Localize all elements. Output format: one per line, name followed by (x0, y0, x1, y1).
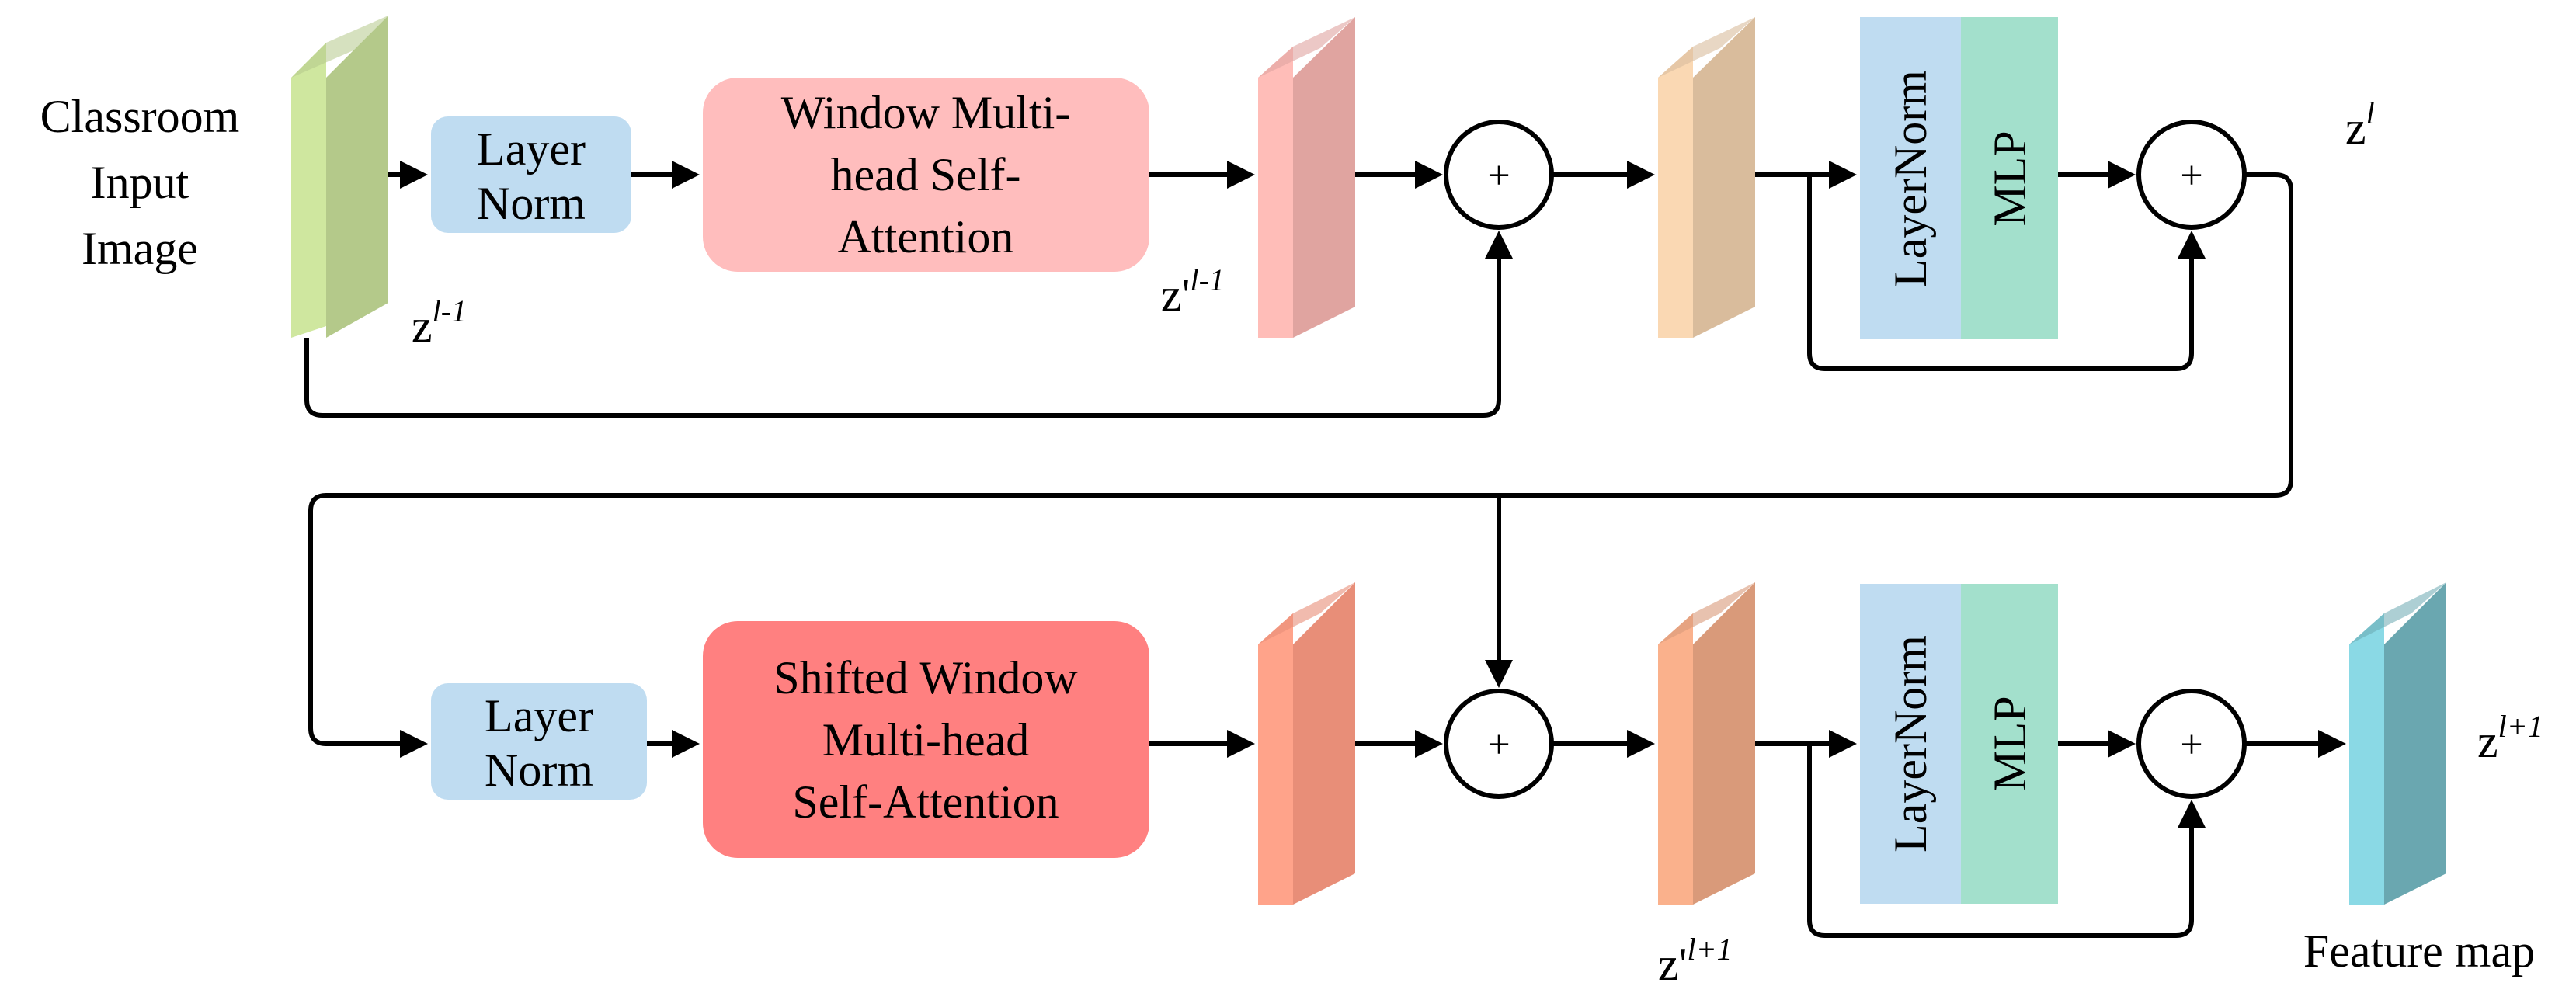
skip-zp-next-to-add4 (1807, 744, 2206, 938)
z-next-label: zl+1 (2477, 709, 2543, 767)
zp-prev-label: z'l-1 (1161, 262, 1225, 321)
output-feature-map (2349, 582, 2446, 905)
z-prev-label: zl-1 (412, 293, 467, 352)
add-node-4: + (2136, 689, 2247, 799)
mlp-1-label: MLP (1984, 130, 2035, 226)
skip-z-mid-to-add2 (1807, 175, 2206, 371)
layer-norm-2-line2: Norm (485, 745, 593, 796)
mlp-box-1 (1961, 17, 2058, 339)
output-map-face (2384, 582, 2446, 905)
z-l-label: zl (2345, 95, 2375, 154)
shifted-attention-line1: Shifted Window (773, 652, 1078, 703)
block2-attention-output-map (1258, 582, 1355, 905)
input-feature-map (291, 16, 388, 338)
mlp-2-label: MLP (1984, 696, 2035, 791)
add-node-2: + (2136, 120, 2247, 230)
window-attention-line1: Window Multi- (781, 87, 1071, 138)
layer-norm-1-line1: Layer (477, 123, 586, 175)
svg-text:+: + (1487, 723, 1510, 767)
zp-prev-feature-map (1258, 17, 1355, 338)
output-map-side (2349, 613, 2384, 905)
z-mid-feature-map (1658, 17, 1755, 338)
block2-pre-map-side (1258, 613, 1293, 905)
z-mid-map-side (1658, 47, 1693, 338)
z-mid-map-top (1658, 17, 1755, 78)
zp-next-map-side (1658, 613, 1693, 905)
link-row1-to-row2 (308, 172, 2293, 758)
add-node-1: + (1444, 120, 1554, 230)
input-map-side (291, 43, 326, 338)
mlp-norm-box-1 (1860, 17, 1961, 339)
shifted-attention-line2: Multi-head (822, 714, 1030, 766)
zp-next-map-top (1658, 582, 1755, 644)
zp-next-map-face (1693, 582, 1755, 905)
zp-next-feature-map (1658, 582, 1755, 905)
input-label-line1: Classroom (40, 91, 240, 142)
layer-norm-1-line2: Norm (477, 178, 586, 229)
layer-norm-2-line1: Layer (485, 690, 593, 741)
block2-pre-map-face (1293, 582, 1355, 905)
svg-text:+: + (2180, 723, 2202, 767)
zp-prev-map-top (1258, 17, 1355, 78)
zp-prev-map-face (1293, 17, 1355, 338)
skip-input-to-add1 (304, 231, 1513, 418)
shifted-window-attention-box (703, 621, 1149, 858)
shifted-attention-line3: Self-Attention (792, 776, 1059, 828)
layer-norm-box-2 (431, 683, 647, 800)
add-node-3: + (1444, 689, 1554, 799)
svg-text:+: + (2180, 154, 2202, 198)
layer-norm-box-1 (431, 116, 631, 233)
output-map-top (2349, 582, 2446, 644)
output-label: Feature map (2303, 925, 2535, 977)
zp-prev-map-face-left (1258, 47, 1293, 338)
z-mid-map-face (1693, 17, 1755, 338)
input-label-line3: Image (82, 223, 198, 274)
window-attention-line2: head Self- (831, 149, 1021, 200)
mlp-box-2 (1961, 584, 2058, 904)
window-attention-line3: Attention (838, 211, 1014, 262)
input-label-line2: Input (91, 157, 189, 208)
window-attention-box (703, 78, 1149, 272)
mlp-norm-2-label: LayerNorm (1885, 635, 1936, 852)
input-map-face (326, 16, 388, 338)
mlp-norm-1-label: LayerNorm (1885, 70, 1936, 287)
block2-pre-map-top (1258, 582, 1355, 644)
zp-next-label: z'l+1 (1658, 932, 1733, 990)
mlp-norm-box-2 (1860, 584, 1961, 904)
input-map-top (291, 16, 388, 78)
svg-text:+: + (1487, 154, 1510, 198)
